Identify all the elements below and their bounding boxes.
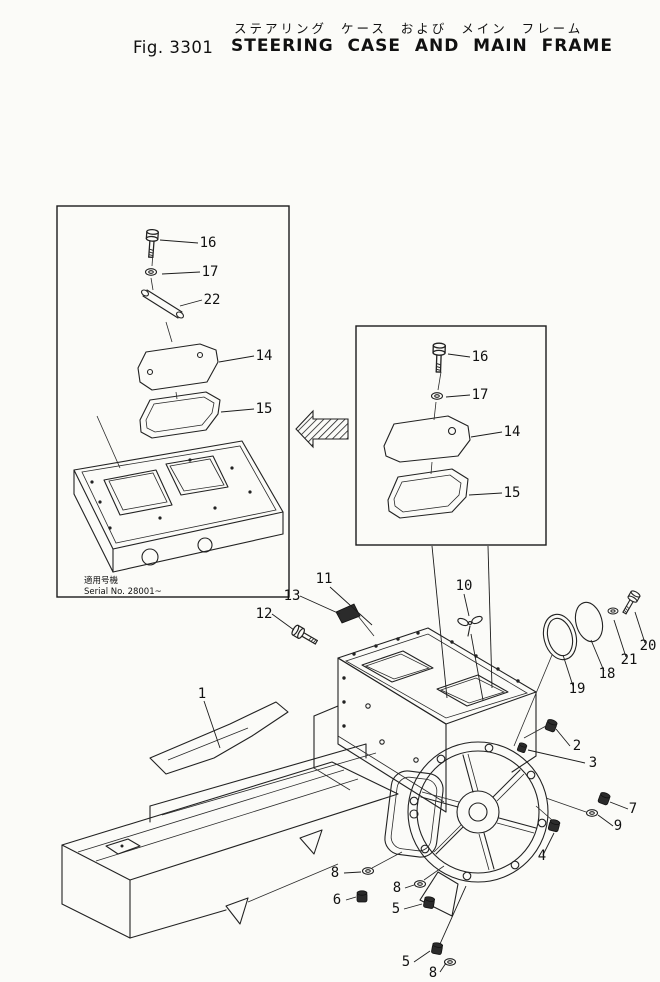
steering-case-top-view	[73, 415, 284, 573]
callout-8: 8	[393, 880, 401, 896]
figure-label: Fig. 3301	[133, 38, 214, 57]
frame-arm-part-1	[149, 701, 289, 775]
callout-18: 18	[599, 666, 616, 682]
callout-17: 17	[202, 264, 219, 280]
part-washer-8	[361, 867, 375, 875]
callout-numbers: 16 17 22 14 15 16 17 14 15 11 13 12 10 1…	[198, 235, 657, 981]
callout-8: 8	[331, 865, 339, 881]
callout-12: 12	[256, 606, 273, 622]
part-bolt-16	[431, 342, 447, 373]
callout-4: 4	[538, 848, 546, 864]
part-plug-2	[544, 718, 559, 733]
part-plug-4	[547, 818, 561, 833]
part-washer-9	[585, 809, 599, 817]
callout-22: 22	[204, 292, 221, 308]
part-bolt-16	[144, 228, 160, 259]
part-nut-17	[430, 392, 444, 400]
callout-9: 9	[614, 818, 622, 834]
inset-detail-box-1: 適用号機 Serial No. 28001~	[56, 205, 290, 598]
callout-13: 13	[284, 588, 301, 604]
part-plug-3	[516, 741, 528, 754]
callout-19: 19	[569, 681, 586, 697]
callout-20: 20	[640, 638, 657, 654]
part-wing-bolt-10	[457, 615, 483, 637]
callout-7: 7	[629, 801, 637, 817]
round-flange-drawing	[407, 741, 549, 917]
part-bolt-12	[290, 623, 320, 648]
callout-1: 1	[198, 686, 206, 702]
callout-10: 10	[456, 578, 473, 594]
page-title: STEERING CASE AND MAIN FRAME	[231, 36, 614, 56]
part-bolt-20	[619, 589, 642, 617]
serial-number: Serial No. 28001~	[84, 587, 162, 597]
callout-16: 16	[200, 235, 217, 251]
callout-8: 8	[429, 965, 437, 981]
callout-21: 21	[621, 652, 638, 668]
part-plug-5	[430, 941, 444, 956]
part-cover-plate-14	[383, 415, 471, 463]
callout-5: 5	[402, 954, 410, 970]
steering-case-drawing	[337, 627, 537, 858]
part-plug-6	[356, 890, 368, 903]
callout-5: 5	[392, 901, 400, 917]
part-cover-18	[574, 601, 604, 643]
callout-14: 14	[504, 424, 521, 440]
loose-parts	[290, 589, 642, 966]
side-cover-plate	[384, 770, 444, 858]
title-japanese: ステアリング ケース および メイン フレーム	[234, 21, 584, 36]
part-washer-21	[607, 607, 619, 615]
part-washer-8	[443, 958, 457, 966]
callout-3: 3	[589, 755, 597, 771]
part-gasket-15	[387, 468, 469, 519]
callout-2: 2	[573, 738, 581, 754]
part-plug-7	[597, 791, 612, 806]
callout-6: 6	[333, 892, 341, 908]
part-gasket-15	[139, 391, 221, 439]
serial-label: 適用号機	[84, 575, 119, 586]
main-frame-drawing	[61, 701, 399, 939]
part-washer-8	[413, 880, 427, 888]
part-washer-17	[144, 268, 158, 276]
callout-15: 15	[256, 401, 273, 417]
callout-11: 11	[316, 571, 333, 587]
part-plug-5	[422, 895, 436, 910]
leader-lines	[159, 239, 646, 973]
direction-arrow	[295, 409, 349, 449]
callout-16: 16	[472, 349, 489, 365]
callout-17: 17	[472, 387, 489, 403]
callout-14: 14	[256, 348, 273, 364]
part-pin-22	[140, 289, 185, 319]
part-cover-plate-14	[137, 343, 219, 391]
callout-15: 15	[504, 485, 521, 501]
inset-detail-box-2	[355, 325, 547, 546]
part-ring-19	[542, 613, 578, 661]
